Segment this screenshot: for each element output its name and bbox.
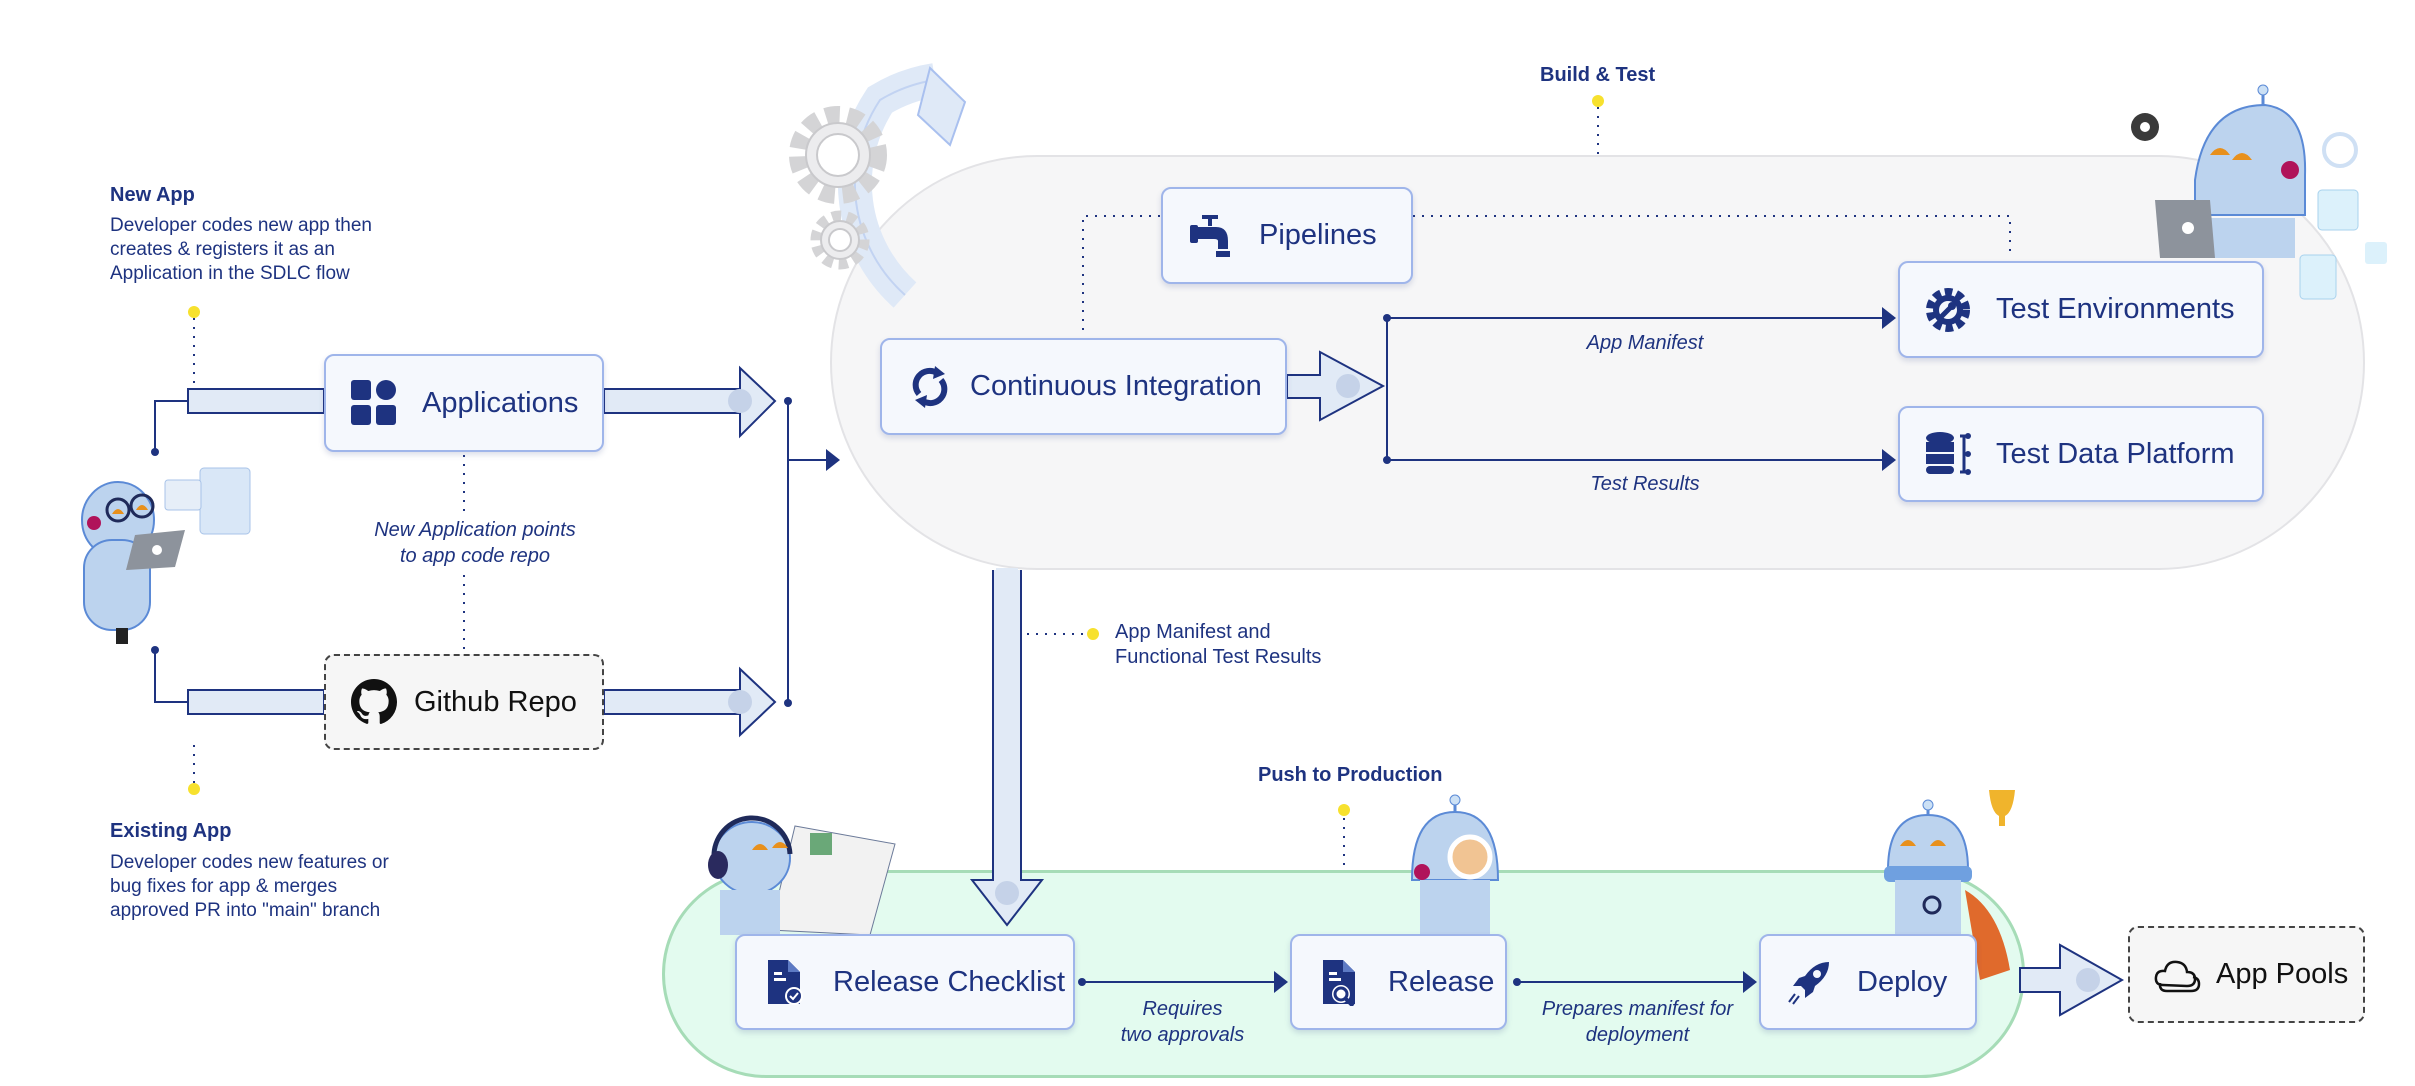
build-test-label: Build & Test — [1540, 64, 1656, 86]
note-line: to app code repo — [399, 545, 551, 567]
arrow-github-out — [603, 666, 777, 738]
robot-inspector-illustration — [1410, 794, 1500, 934]
document-check-icon — [759, 956, 811, 1008]
existing-app-title: Existing App — [110, 820, 232, 842]
new-app-connector — [154, 400, 188, 452]
edge-label-manifest-and-results: App Manifest and Functional Test Results — [1115, 620, 1321, 670]
node-release[interactable]: Release — [1290, 934, 1507, 1030]
node-test-data-platform[interactable]: Test Data Platform — [1898, 406, 2264, 502]
arrow-down-to-release-checklist — [969, 568, 1045, 927]
rocket-icon — [1783, 956, 1835, 1008]
document-search-icon — [1314, 956, 1366, 1008]
new-app-line: Developer codes new app then — [110, 215, 372, 236]
label-line: deployment — [1585, 1024, 1690, 1046]
github-icon — [348, 676, 400, 728]
new-app-title: New App — [110, 184, 195, 206]
robot-tester-illustration — [2131, 84, 2387, 300]
existing-app-description: Developer codes new features or bug fixe… — [110, 851, 389, 923]
label-line: two approvals — [1120, 1024, 1245, 1046]
new-app-line: Application in the SDLC flow — [110, 263, 350, 284]
label-line: Requires — [1142, 998, 1223, 1020]
node-label: Github Repo — [414, 685, 577, 718]
node-label: Deploy — [1857, 965, 1948, 998]
node-label: Release — [1388, 965, 1495, 998]
app-repo-note: New Application points to app code repo — [340, 517, 610, 569]
existing-app-marker — [188, 783, 200, 795]
robot-checklist-illustration — [708, 815, 896, 936]
database-icon — [1922, 428, 1974, 480]
faucet-icon — [1185, 210, 1237, 262]
pipe-to-applications — [187, 388, 325, 414]
node-label: Test Environments — [1996, 293, 2235, 325]
existing-app-line: approved PR into "main" branch — [110, 900, 381, 921]
node-deploy[interactable]: Deploy — [1759, 934, 1977, 1030]
edge-label-app-manifest: App Manifest — [1586, 332, 1704, 354]
node-label: Test Data Platform — [1996, 437, 2235, 470]
gear-large-icon — [789, 106, 887, 204]
note-line: New Application points — [374, 519, 576, 541]
node-test-environments[interactable]: Test Environments — [1898, 261, 2264, 358]
build-test-marker — [1592, 95, 1604, 107]
new-app-marker — [188, 306, 200, 318]
label-line: App Manifest and — [1115, 621, 1271, 643]
push-to-production-label: Push to Production — [1258, 764, 1443, 786]
node-label: Applications — [422, 386, 579, 419]
existing-app-line: bug fixes for app & merges — [110, 876, 338, 897]
edge-label-prepares-manifest: Prepares manifest for deployment — [1520, 996, 1755, 1048]
apps-grid-icon — [348, 377, 400, 429]
edge-label-requires-approvals: Requires two approvals — [1080, 996, 1285, 1048]
arrow-applications-out — [603, 365, 777, 439]
node-app-pools[interactable]: App Pools — [2128, 926, 2365, 1023]
gear-wrench-icon — [1922, 284, 1974, 336]
push-to-production-marker — [1338, 804, 1350, 816]
node-pipelines[interactable]: Pipelines — [1161, 187, 1413, 284]
node-release-checklist[interactable]: Release Checklist — [735, 934, 1075, 1030]
node-label: Continuous Integration — [970, 370, 1262, 402]
node-label: Pipelines — [1259, 219, 1377, 251]
sync-icon — [904, 361, 956, 413]
label-line: Prepares manifest for — [1541, 998, 1734, 1020]
node-applications[interactable]: Applications — [324, 354, 604, 452]
clouds-icon — [2152, 949, 2204, 1001]
node-github-repo[interactable]: Github Repo — [324, 654, 604, 750]
label-line: Functional Test Results — [1115, 646, 1322, 668]
arrow-deploy-out — [2019, 943, 2125, 1017]
node-label: App Pools — [2216, 958, 2349, 990]
gear-small-icon — [810, 210, 870, 270]
robot-developer-illustration — [81, 467, 251, 644]
new-app-line: creates & registers it as an — [110, 239, 335, 260]
manifest-results-marker — [1087, 628, 1099, 640]
existing-app-line: Developer codes new features or — [110, 852, 389, 873]
arrow-ci-out — [1286, 350, 1386, 422]
existing-app-connector — [154, 650, 188, 703]
edge-label-test-results: Test Results — [1590, 473, 1700, 495]
node-continuous-integration[interactable]: Continuous Integration — [880, 338, 1287, 435]
pipe-to-github — [187, 689, 325, 715]
new-app-description: Developer codes new app then creates & r… — [110, 214, 372, 286]
node-label: Release Checklist — [833, 965, 1066, 998]
